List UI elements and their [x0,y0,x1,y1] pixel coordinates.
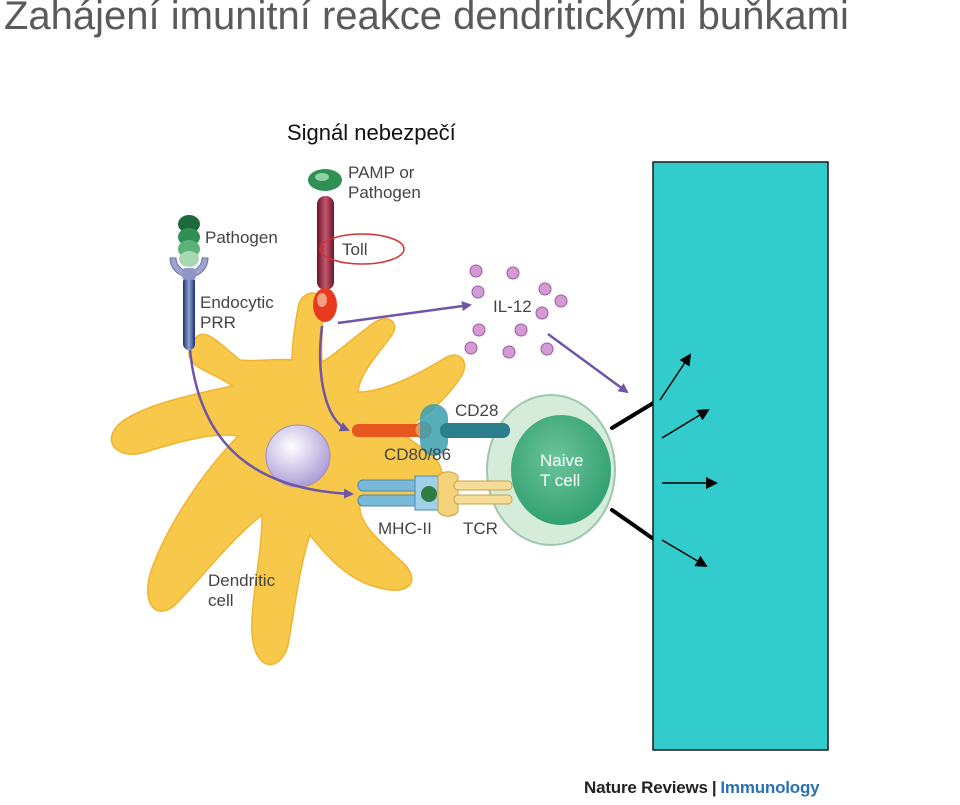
signal-arrows [188,301,629,499]
toll-receptor [308,169,342,322]
cd28-label: CD28 [455,401,498,420]
credit-journal: Nature Reviews [584,778,708,797]
il12-cytokines [464,264,568,359]
panel-arrows [659,353,718,568]
cover-panel [652,161,829,751]
toll-highlight-ring [319,233,405,265]
pamp-label-line1: PAMP or [348,163,415,182]
source-credit: Nature Reviews|Immunology [584,778,820,798]
toll-label: Toll [342,240,368,259]
naive-label-line2: T cell [540,471,580,490]
dendritic-label-line2: cell [208,591,234,610]
endocytic-prr-receptor [169,257,209,350]
endocytic-label-line1: Endocytic [200,293,274,312]
pamp-label-line2: Pathogen [348,183,421,202]
cd80-cd28-pair [352,404,510,456]
cd80-86-label: CD80/86 [384,445,451,464]
endocytic-label-line2: PRR [200,313,236,332]
credit-separator: | [711,778,717,797]
naive-t-cell [486,394,616,546]
tcr-label: TCR [463,519,498,538]
tcell-connector-lines [610,400,657,542]
mhc-ii-label: MHC-II [378,519,432,538]
il12-label: IL-12 [493,297,532,316]
credit-section: Immunology [720,778,820,797]
pathogen-beads [178,215,200,267]
slide-title: Zahájení imunitní reakce dendritickými b… [4,0,849,38]
dendritic-label-line1: Dendritic [208,571,276,590]
naive-label-line1: Naive [540,451,583,470]
pathogen-label: Pathogen [205,228,278,247]
mhc-tcr-pair [357,471,513,517]
diagram-subtitle: Signál nebezpečí [287,120,456,145]
